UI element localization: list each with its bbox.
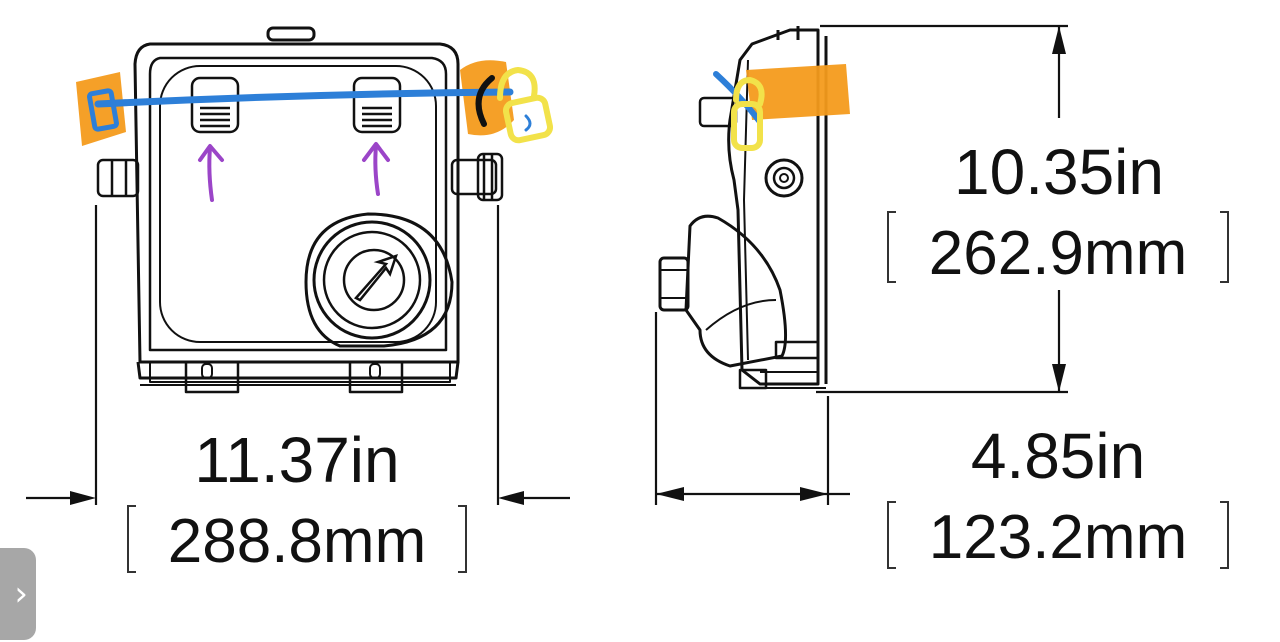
chevron-right-icon: › (14, 574, 28, 614)
right-side-fitting (450, 152, 504, 202)
annotation-blue-cable (87, 71, 763, 132)
depth-imperial-label: 4.85in (971, 420, 1145, 492)
depth-dimension-lines (654, 312, 850, 505)
rotary-knob (304, 212, 454, 348)
front-view-enclosure (133, 26, 460, 394)
expand-tab[interactable]: › (0, 548, 36, 640)
width-metric-label: 288.8mm (168, 507, 426, 576)
width-dimension-lines (26, 205, 570, 505)
annotation-arrow-up-icon (362, 142, 390, 196)
padlock-side-icon (731, 77, 765, 151)
front-latch-slot-left (190, 76, 240, 134)
height-imperial-label: 10.35in (954, 136, 1164, 208)
width-metric-bracket (127, 505, 467, 573)
depth-metric-label: 123.2mm (929, 503, 1187, 572)
padlock-icon (497, 67, 554, 144)
front-latch-slot-right (352, 76, 402, 134)
width-imperial-label: 11.37in (194, 424, 399, 496)
annotation-lock-shackle (475, 75, 495, 127)
left-side-fitting (96, 158, 140, 198)
height-metric-bracket (887, 211, 1229, 283)
height-dimension-lines (816, 24, 1068, 394)
annotation-arrow-up-icon (198, 144, 224, 202)
height-metric-label: 262.9mm (929, 219, 1187, 288)
depth-metric-bracket (887, 501, 1229, 569)
